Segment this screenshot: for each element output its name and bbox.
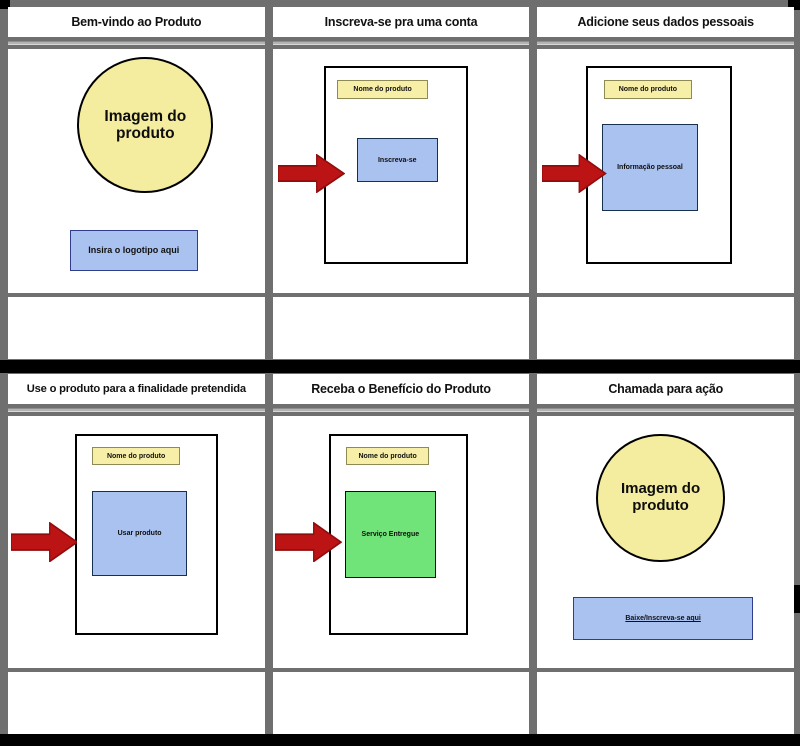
personal-info-box[interactable]: Informação pessoal [602,124,698,212]
storyboard-row-top: Bem-vindo ao Produto Imagem do produto I… [0,7,800,359]
pointer-arrow-icon [10,521,78,563]
panel-3-caption[interactable] [537,297,795,359]
panel-1-title: Bem-vindo ao Produto [8,7,265,37]
panel-4-title-rule [8,408,265,412]
panel-1-stage: Imagem do produto Insira o logotipo aqui [8,49,265,293]
insert-logo-box[interactable]: Insira o logotipo aqui [69,229,198,272]
product-name-bar: Nome do produto [92,447,181,466]
storyboard-panel-2[interactable]: Inscreva-se pra uma conta Nome do produt… [272,7,530,359]
panel-5-title: Receba o Benefício do Produto [272,374,530,404]
panel-3-stage: Nome do produto Informação pessoal [537,49,795,293]
cta-button[interactable]: Baixe/Inscreva-se aqui [573,597,753,641]
device-frame: Nome do produto Usar produto [74,433,219,636]
service-delivered-box[interactable]: Serviço Entregue [344,490,437,578]
panel-6-title: Chamada para ação [537,374,795,404]
pointer-arrow-icon [277,153,345,193]
product-image-circle: Imagem do produto [77,57,214,194]
device-frame: Nome do produto Informação pessoal [586,66,733,264]
storyboard-panel-4[interactable]: Use o produto para a finalidade pretendi… [8,374,265,734]
panel-2-stage: Nome do produto Inscreva-se [272,49,530,293]
use-product-box[interactable]: Usar produto [92,490,188,576]
panel-4-caption[interactable] [8,672,265,734]
pointer-arrow-icon [275,521,342,563]
panel-1-title-rule [8,41,265,45]
device-frame: Nome do produto Inscreva-se [324,66,468,264]
device-frame: Nome do produto Serviço Entregue [329,433,468,636]
bleed-mark-top-left [0,0,10,9]
panel-3-title: Adicione seus dados pessoais [537,7,795,37]
panel-2-title: Inscreva-se pra uma conta [272,7,530,37]
panel-4-stage: Nome do produto Usar produto [8,416,265,668]
panel-5-stage: Nome do produto Serviço Entregue [272,416,530,668]
product-name-bar: Nome do produto [603,79,692,100]
storyboard-panel-5[interactable]: Receba o Benefício do Produto Nome do pr… [272,374,530,734]
storyboard-panel-3[interactable]: Adicione seus dados pessoais Nome do pro… [537,7,795,359]
pointer-arrow-icon [542,153,607,193]
storyboard-row-bottom: Use o produto para a finalidade pretendi… [0,374,800,734]
row-separator-band [0,360,800,373]
panel-6-caption[interactable] [537,672,795,734]
panel-2-caption[interactable] [272,297,530,359]
panel-2-title-rule [272,41,530,45]
panel-6-stage: Imagem do produto Baixe/Inscreva-se aqui [537,416,795,668]
product-name-bar: Nome do produto [345,447,430,466]
signup-button-box[interactable]: Inscreva-se [356,137,438,183]
product-image-circle: Imagem do produto [596,433,725,562]
panel-3-title-rule [537,41,795,45]
storyboard-panel-6[interactable]: Chamada para ação Imagem do produto Baix… [537,374,795,734]
panel-4-title: Use o produto para a finalidade pretendi… [8,374,265,404]
storyboard-panel-1[interactable]: Bem-vindo ao Produto Imagem do produto I… [8,7,265,359]
bleed-mark-bottom [0,734,800,746]
panel-5-title-rule [272,408,530,412]
panel-6-title-rule [537,408,795,412]
product-name-bar: Nome do produto [337,79,428,100]
panel-1-caption[interactable] [8,297,265,359]
panel-5-caption[interactable] [272,672,530,734]
bleed-mark-top-right [788,0,800,10]
cta-link-label[interactable]: Baixe/Inscreva-se aqui [625,615,701,623]
